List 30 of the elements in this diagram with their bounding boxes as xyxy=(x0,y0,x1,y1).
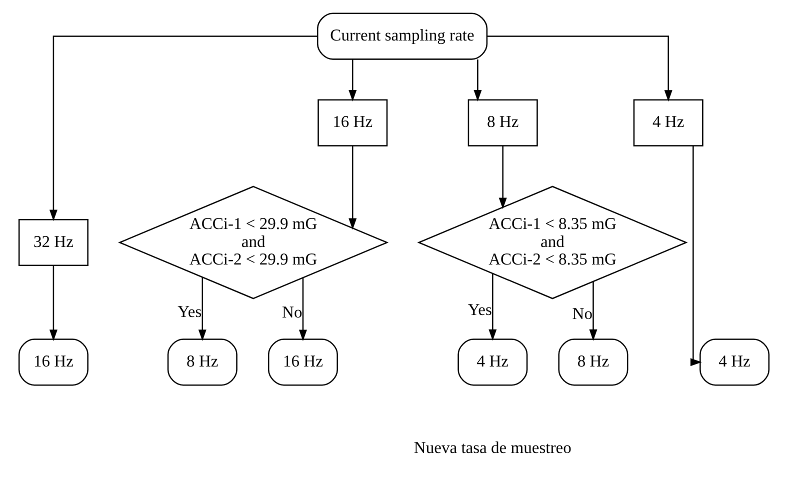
arrow xyxy=(49,36,318,222)
edge-label: Yes xyxy=(178,302,202,322)
node-box: 4 Hz xyxy=(700,338,770,386)
node-box: 16 Hz xyxy=(318,99,388,146)
node-box: 4 Hz xyxy=(458,338,528,386)
node-box: 8 Hz xyxy=(468,99,538,146)
node-box: Current sampling rate xyxy=(316,12,488,60)
arrow xyxy=(487,36,672,102)
label: Nueva tasa de muestreo xyxy=(414,438,572,458)
node-box: 4 Hz xyxy=(633,99,704,146)
arrow xyxy=(589,282,598,341)
node-diamond: ACCi-1 < 8.35 mG and ACCi-2 < 8.35 mG xyxy=(417,186,688,300)
node-box: 16 Hz xyxy=(18,338,88,386)
arrow xyxy=(498,146,507,210)
edge-label: No xyxy=(282,302,302,322)
node-box: 16 Hz xyxy=(268,338,338,386)
arrow xyxy=(690,146,702,366)
arrow xyxy=(198,277,206,342)
edge-label: Yes xyxy=(468,300,492,320)
node-box: 32 Hz xyxy=(18,218,88,266)
node-box: 8 Hz xyxy=(167,338,238,386)
arrow xyxy=(49,266,58,342)
node-diamond: ACCi-1 < 29.9 mG and ACCi-2 < 29.9 mG xyxy=(118,186,389,300)
arrow xyxy=(298,278,307,342)
arrow xyxy=(348,59,357,102)
arrow xyxy=(474,59,482,102)
arrow xyxy=(348,146,357,230)
arrow xyxy=(488,274,497,341)
node-box: 8 Hz xyxy=(558,338,628,386)
edge-label: No xyxy=(572,304,593,324)
